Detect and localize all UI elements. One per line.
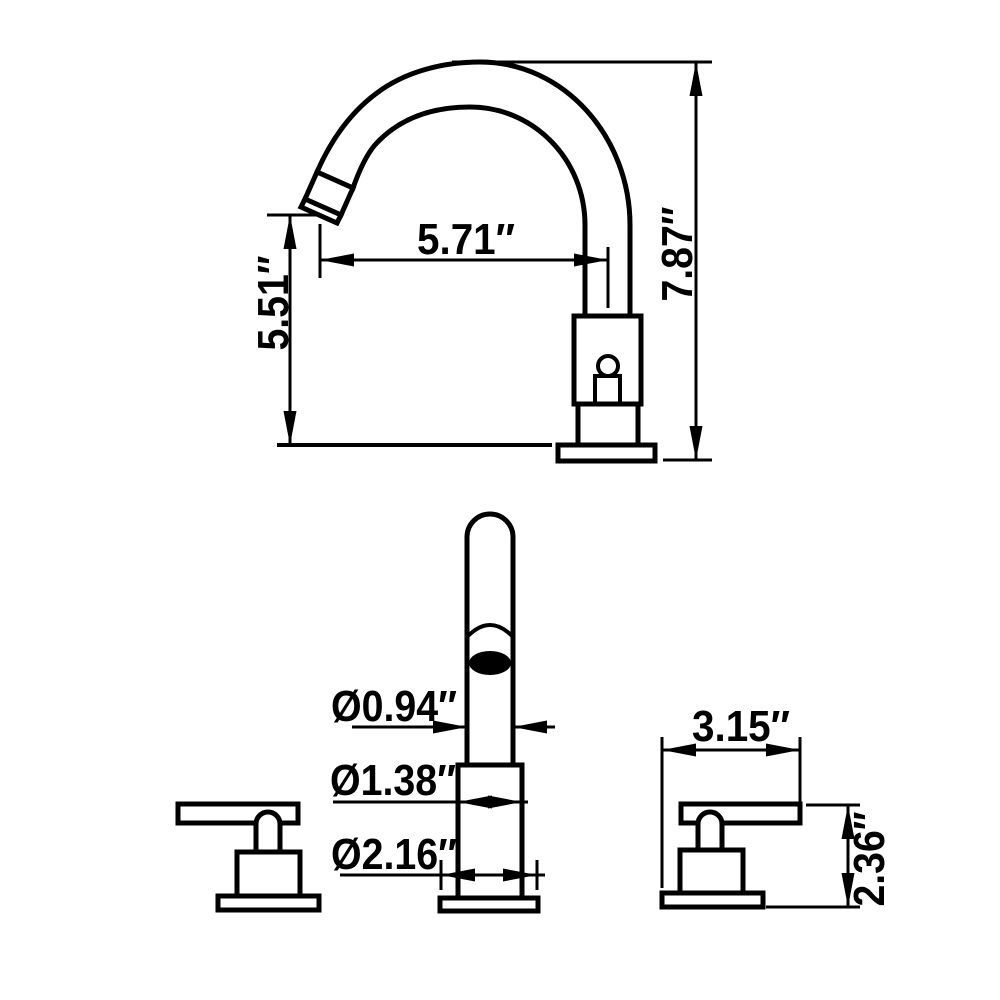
dim-handle-length: 3.15″ bbox=[660, 702, 802, 888]
dim-spout-reach: 5.71″ bbox=[318, 215, 610, 308]
faucet-body-lower bbox=[575, 401, 641, 449]
arrowhead-down bbox=[283, 411, 297, 445]
dim-column-diameter: Ø1.38″ bbox=[330, 756, 528, 809]
left-handle-base bbox=[215, 893, 322, 913]
spout-diameter-label: Ø0.94″ bbox=[331, 682, 457, 731]
right-handle-stem bbox=[695, 809, 725, 850]
left-handle-stem bbox=[253, 809, 283, 852]
arrowhead-left bbox=[513, 720, 547, 734]
dim-handle-height: 2.36″ bbox=[766, 803, 894, 909]
spout-reach-label: 5.71″ bbox=[417, 215, 515, 264]
arrowhead-left bbox=[320, 253, 354, 267]
front-view-dimensions: Ø0.94″ Ø1.38″ Ø2.16″ bbox=[330, 682, 894, 909]
arrowhead-down bbox=[689, 426, 703, 460]
base-diameter-label: Ø2.16″ bbox=[331, 830, 457, 879]
right-handle-base bbox=[659, 890, 766, 910]
handle-length-label: 3.15″ bbox=[692, 702, 790, 751]
arrowhead-right bbox=[488, 795, 522, 809]
aerator-dot bbox=[469, 651, 511, 675]
arrowhead-right bbox=[503, 868, 537, 882]
dim-base-diameter: Ø2.16″ bbox=[331, 830, 545, 890]
mounting-flange bbox=[555, 442, 658, 464]
arrowhead-right bbox=[574, 253, 608, 267]
column-base-plate bbox=[437, 895, 541, 914]
right-handle bbox=[659, 801, 803, 910]
arrowhead-left bbox=[458, 795, 492, 809]
dim-overall-height: 7.87″ bbox=[452, 60, 712, 462]
left-handle bbox=[175, 801, 322, 913]
arrowhead-right bbox=[433, 720, 467, 734]
arrowhead-left bbox=[441, 868, 475, 882]
spout-tube bbox=[313, 59, 633, 319]
column-diameter-label: Ø1.38″ bbox=[330, 756, 456, 805]
front-view bbox=[175, 511, 803, 914]
right-handle-body bbox=[677, 847, 746, 896]
spout-nozzle-tip bbox=[297, 195, 345, 227]
column-collar bbox=[465, 623, 515, 639]
faucet-body bbox=[571, 313, 644, 407]
arrowhead-down bbox=[841, 873, 855, 907]
arrowhead-up bbox=[841, 805, 855, 839]
overall-height-label: 7.87″ bbox=[653, 207, 702, 302]
handle-height-label: 2.36″ bbox=[845, 812, 894, 907]
side-view-dimensions: 5.71″ 5.51″ 7.87″ bbox=[249, 60, 712, 462]
dim-spout-diameter: Ø0.94″ bbox=[331, 682, 555, 734]
spout-height-label: 5.51″ bbox=[249, 256, 298, 351]
arrowhead-right bbox=[766, 743, 800, 757]
side-view bbox=[277, 59, 658, 464]
dim-spout-height: 5.51″ bbox=[249, 213, 322, 445]
arrowhead-up bbox=[689, 62, 703, 96]
arrowhead-up bbox=[283, 215, 297, 249]
left-handle-body bbox=[234, 849, 303, 899]
spout-column bbox=[464, 511, 516, 765]
arrowhead-left bbox=[662, 743, 696, 757]
